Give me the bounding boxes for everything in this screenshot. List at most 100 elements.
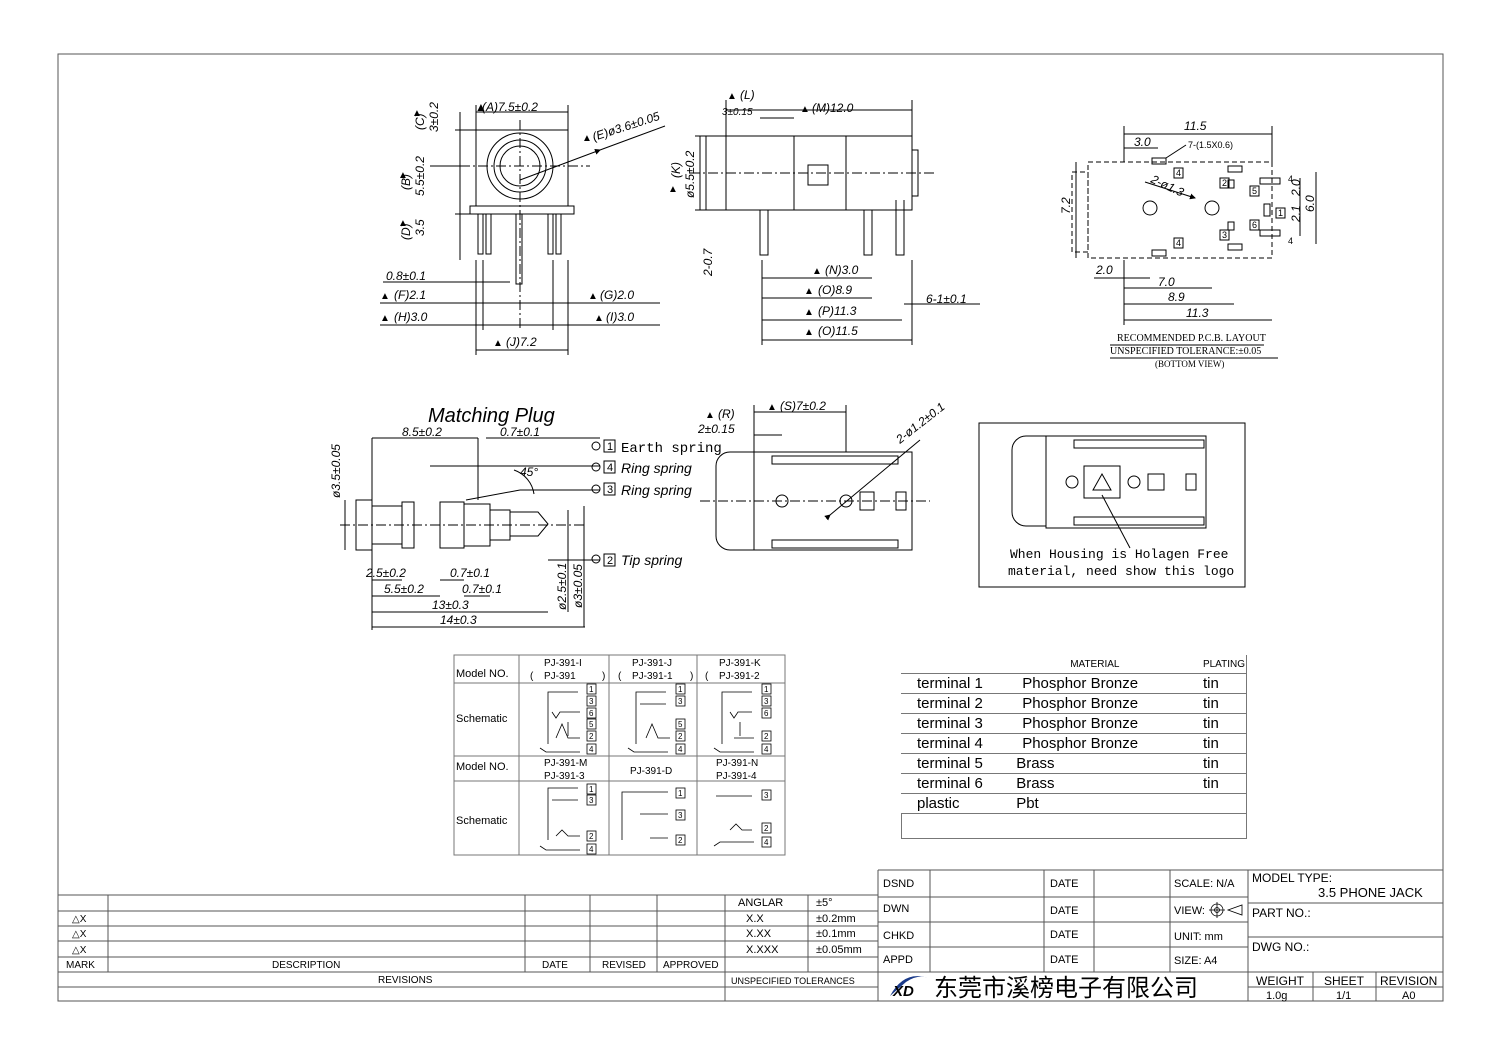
svg-text:1: 1 xyxy=(764,685,769,694)
role-dwn: DWN xyxy=(883,903,909,915)
plug-dim-13: 13±0.3 xyxy=(432,598,469,612)
dim-b: (B) xyxy=(399,174,413,190)
tol-v-2: ±0.1mm xyxy=(816,928,856,940)
svg-text:1: 1 xyxy=(589,785,594,794)
plug-dim-07b: 0.7±0.1 xyxy=(450,566,490,580)
svg-text:3: 3 xyxy=(589,697,594,706)
dim-a: (A)7.5±0.2 xyxy=(482,100,538,114)
plug-angle: 45° xyxy=(520,465,538,479)
dim-l: (L) xyxy=(740,88,755,102)
model-6a: PJ-391-N xyxy=(716,758,758,769)
dim-e: (E)ø3.6±0.05 xyxy=(591,109,662,144)
dim-d: (D) xyxy=(399,223,413,240)
model-4b: PJ-391-3 xyxy=(544,771,585,782)
svg-text:▲: ▲ xyxy=(800,104,810,115)
pcb-dim-89: 8.9 xyxy=(1168,290,1185,304)
materials-cell-part: terminal 3 xyxy=(901,713,1007,734)
materials-cell-material: Brass xyxy=(1006,773,1187,794)
svg-text:5: 5 xyxy=(1252,186,1257,196)
rev-row-3: △X xyxy=(72,945,87,956)
model-label-1: Model NO. xyxy=(456,668,509,680)
svg-text:(: ( xyxy=(530,671,534,682)
pcb-dim-20: 2.0 xyxy=(1095,263,1113,277)
svg-text:XD: XD xyxy=(892,983,914,1000)
plug-dim-55: 5.5±0.2 xyxy=(384,582,424,596)
svg-text:2: 2 xyxy=(678,732,683,741)
materials-cell-material: Phosphor Bronze xyxy=(1006,693,1187,714)
materials-cell-part: plastic xyxy=(901,793,1007,814)
rev-col-approved: APPROVED xyxy=(663,960,719,971)
svg-text:▲: ▲ xyxy=(380,291,390,302)
pcb-dim-113: 11.3 xyxy=(1186,306,1209,320)
unit: UNIT: mm xyxy=(1174,931,1223,943)
spring-tip: Tip spring xyxy=(621,552,683,568)
svg-text:6: 6 xyxy=(764,709,769,718)
side-view-dims: (L) ▲ 3±0.15 (M)12.0 ▲ (K) ø5.5±0.2 ▲ 2-… xyxy=(668,88,967,338)
pcb-dim-21: 2.1 xyxy=(1289,205,1303,223)
dim-h: (H)3.0 xyxy=(394,310,428,324)
svg-text:▲: ▲ xyxy=(588,291,598,302)
weight-label: WEIGHT xyxy=(1256,974,1305,988)
model-5a: PJ-391-D xyxy=(630,766,672,777)
svg-text:▲: ▲ xyxy=(582,133,592,144)
svg-text:▲: ▲ xyxy=(398,218,408,229)
svg-text:4: 4 xyxy=(589,845,594,854)
rev-col-description: DESCRIPTION xyxy=(272,960,340,971)
tol-k-3: X.XXX xyxy=(746,944,779,956)
plug-dim-25: 2.5±0.2 xyxy=(365,566,406,580)
top-view xyxy=(700,405,930,551)
dim-k-val: ø5.5±0.2 xyxy=(683,150,697,198)
dim-f: (F)2.1 xyxy=(394,288,426,302)
tol-k-2: X.XX xyxy=(746,928,772,940)
svg-text:3: 3 xyxy=(764,697,769,706)
materials-cell-plating: tin xyxy=(1186,753,1246,774)
scale: SCALE: N/A xyxy=(1174,878,1235,890)
front-view-dims: (A)7.5±0.2 ▲ 3±0.2 (C) 5.5±0.2 (B) 3.5 (… xyxy=(380,100,662,349)
pcb-dim-30: 3.0 xyxy=(1134,135,1151,149)
dim-r-val: 2±0.15 xyxy=(697,422,735,436)
plug-dim-14: 14±0.3 xyxy=(440,613,477,627)
svg-text:3: 3 xyxy=(764,791,769,800)
svg-text:2: 2 xyxy=(1222,178,1227,188)
pcb-dim-72: 7.2 xyxy=(1059,197,1073,214)
dim-c: (C) xyxy=(413,113,427,130)
dim-61: 6-1±0.1 xyxy=(926,292,967,306)
pcb-tolerance: UNSPECIFIED TOLERANCE:±0.05 xyxy=(1110,346,1261,357)
logo-note-line1: When Housing is Holagen Free xyxy=(1010,547,1228,562)
header-material: MATERIAL xyxy=(1006,655,1187,674)
dim-08: 0.8±0.1 xyxy=(386,269,426,283)
materials-cell-plating: tin xyxy=(1186,773,1246,794)
model-2b: PJ-391-1 xyxy=(632,671,673,682)
revisions-footer: REVISIONS xyxy=(378,975,433,986)
tol-k-0: ANGLAR xyxy=(738,897,783,909)
logo-box xyxy=(978,422,1246,588)
plug-dim-07: 0.7±0.1 xyxy=(500,425,540,439)
svg-text:6: 6 xyxy=(1252,220,1257,230)
revision: A0 xyxy=(1402,990,1415,1002)
revisions-text: △X △X △X MARK DESCRIPTION DATE REVISED A… xyxy=(66,897,862,986)
sheet: 1/1 xyxy=(1336,990,1351,1002)
spring-earth: Earth spring xyxy=(621,441,722,457)
materials-cell-plating: tin xyxy=(1186,713,1246,734)
materials-cell-material: Phosphor Bronze xyxy=(1006,713,1187,734)
dim-s: (S)7±0.2 xyxy=(780,399,826,413)
model-table-text: Model NO. Schematic Model NO. Schematic … xyxy=(456,658,772,855)
dim-q: (O)11.5 xyxy=(818,324,858,338)
svg-text:): ) xyxy=(690,671,693,682)
model-6b: PJ-391-4 xyxy=(716,771,757,782)
tol-v-3: ±0.05mm xyxy=(816,944,862,956)
tol-v-0: ±5° xyxy=(816,897,833,909)
svg-text:3: 3 xyxy=(1222,230,1227,240)
dim-o: (O)8.9 xyxy=(818,283,852,297)
dim-g: (G)2.0 xyxy=(600,288,634,302)
plug-dim-3d: ø3±0.05 xyxy=(571,564,585,608)
spring-ring-3: Ring spring xyxy=(621,482,692,498)
company-name: 东莞市溪榜电子有限公司 xyxy=(934,975,1198,1002)
model-3b: PJ-391-2 xyxy=(719,671,760,682)
svg-text:2: 2 xyxy=(764,824,769,833)
